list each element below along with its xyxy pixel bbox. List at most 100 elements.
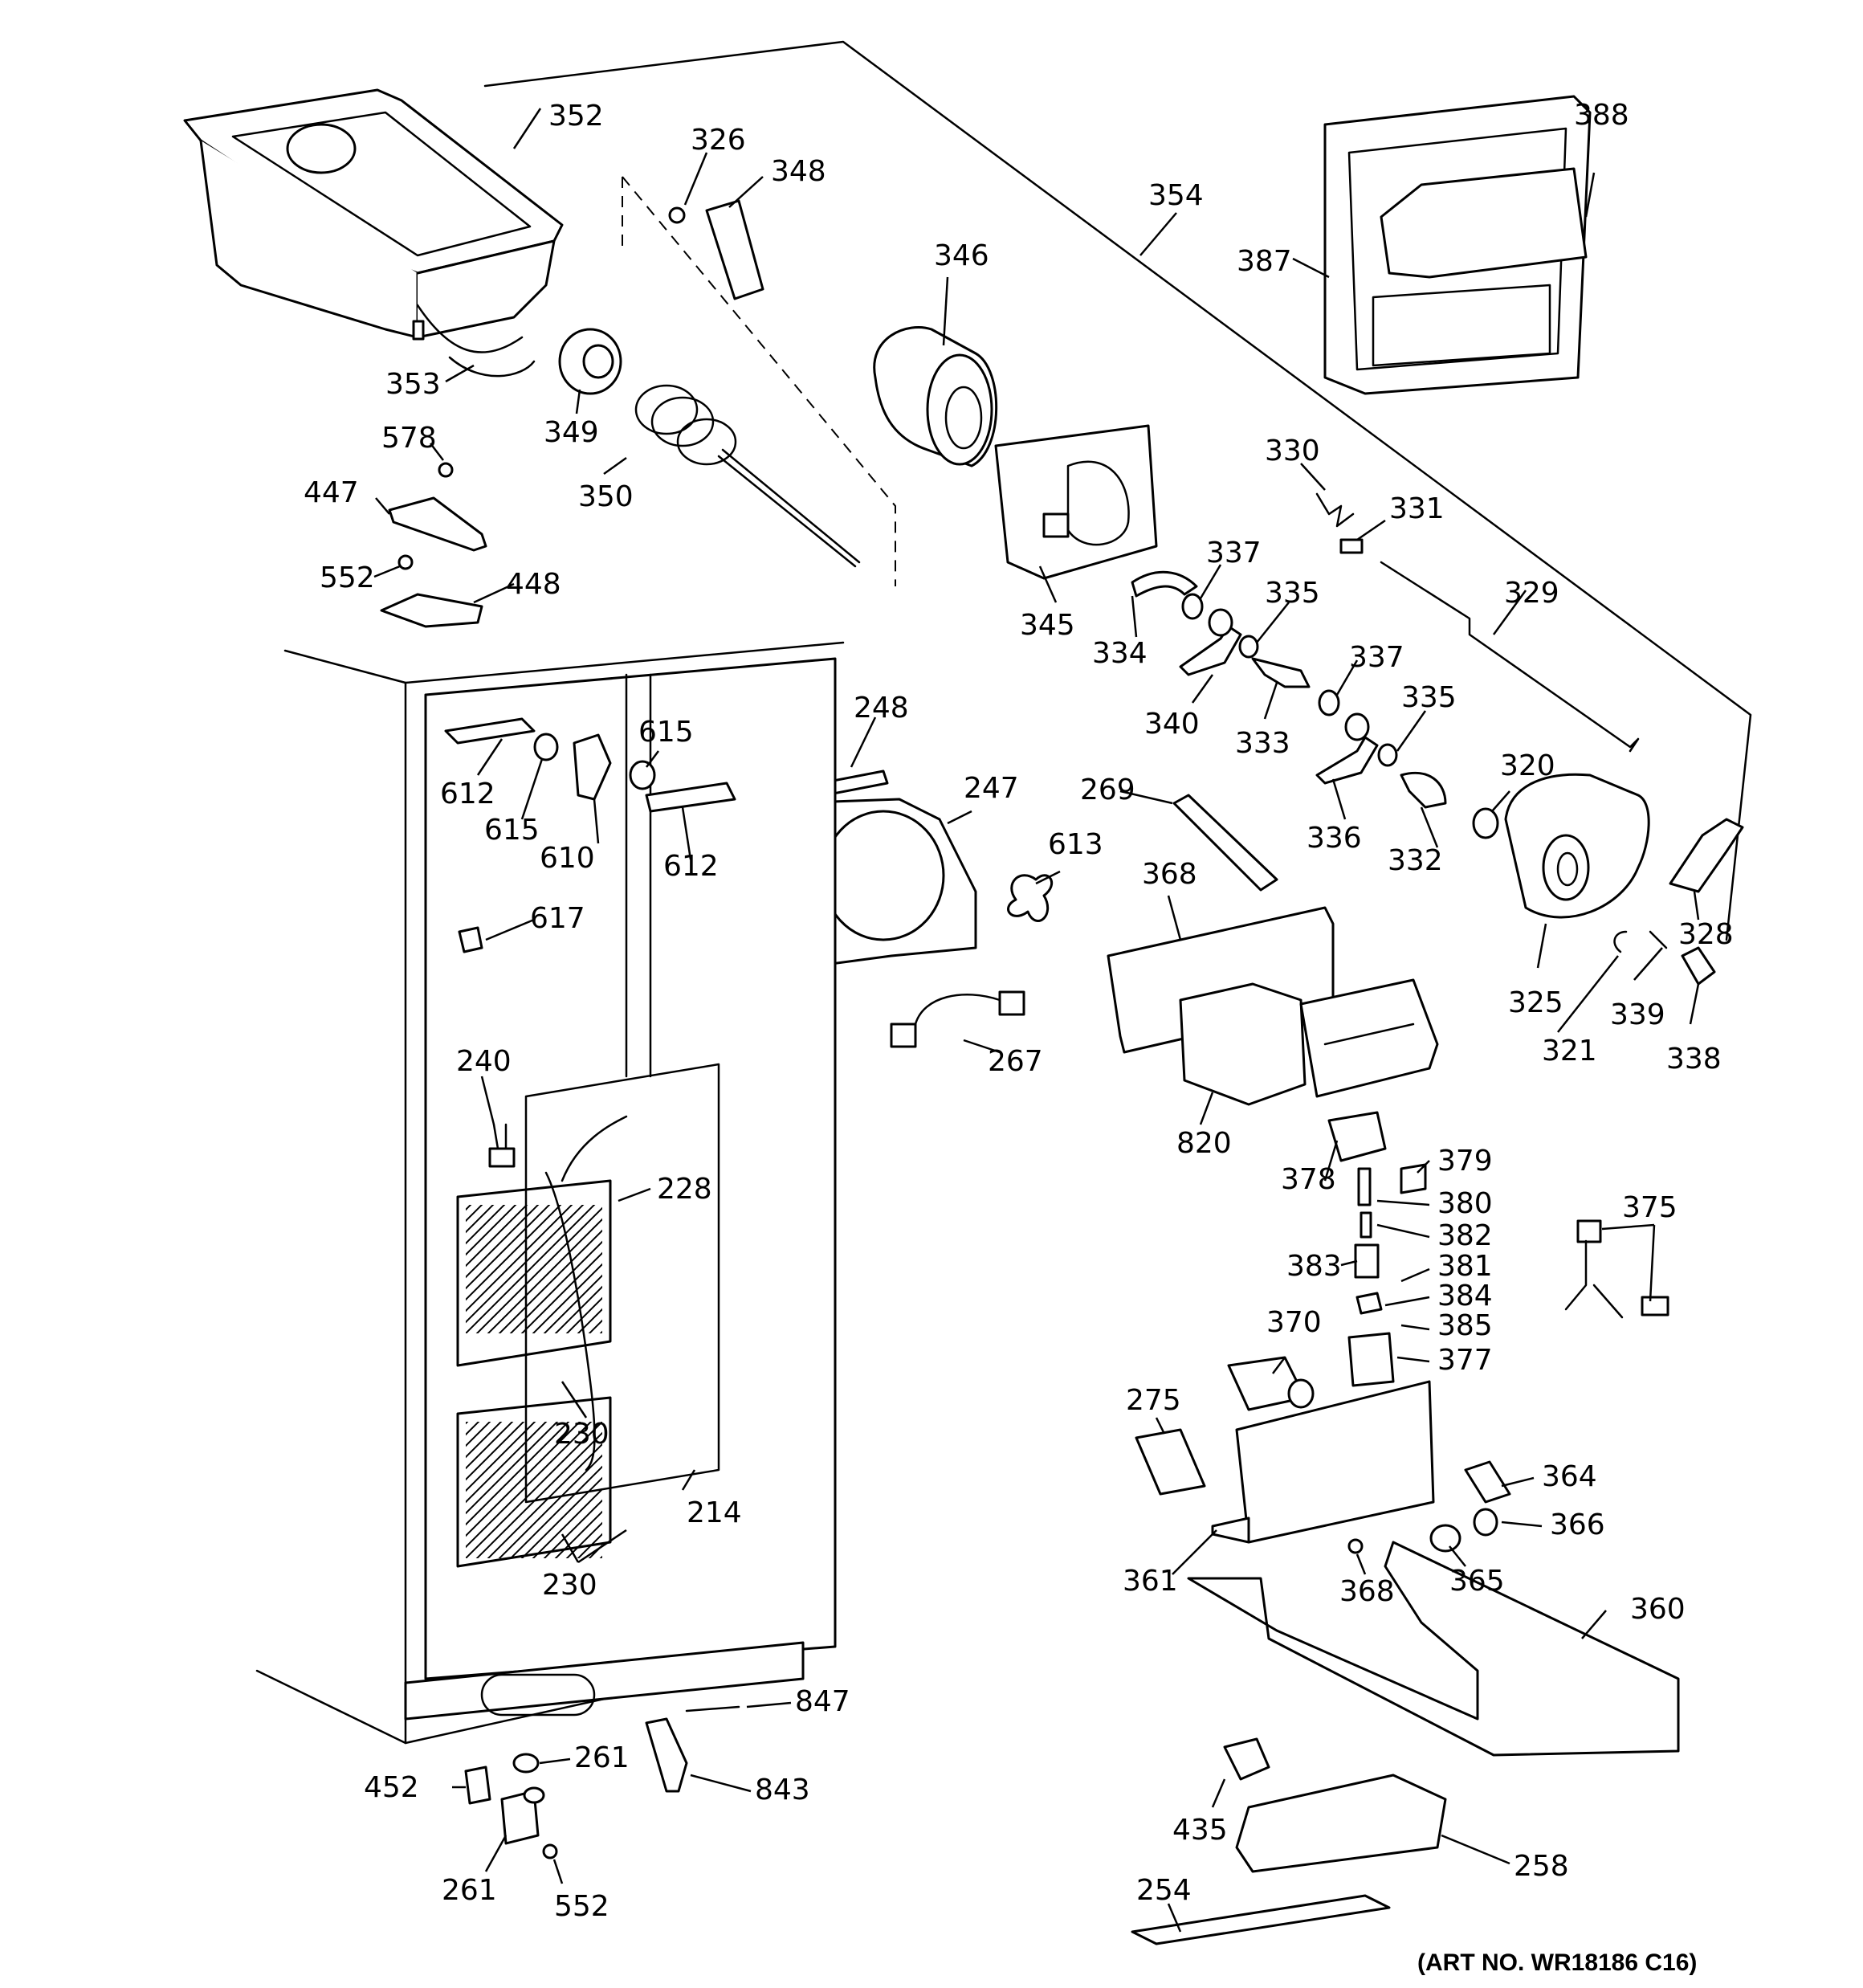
pin-339 [1649,930,1668,949]
bracket-447 [388,496,487,552]
callout-354: 354 [1148,179,1204,212]
callout-331: 331 [1389,492,1445,525]
callout-368b: 368 [1339,1575,1395,1608]
part-364 [1464,1460,1511,1504]
clip-321 [1613,930,1628,953]
gear-337a [1181,593,1204,620]
part-366 [1473,1508,1498,1537]
clip-617 [458,926,483,953]
callout-387: 387 [1237,245,1292,278]
screw-552b [542,1843,558,1859]
callout-337a: 337 [1206,537,1262,569]
bracket-377 [1347,1332,1395,1387]
callout-370: 370 [1266,1306,1322,1339]
callout-228: 228 [657,1173,712,1206]
callout-820: 820 [1176,1127,1232,1160]
callout-330: 330 [1265,435,1320,467]
callout-379: 379 [1437,1145,1493,1178]
auger-350 [634,384,861,568]
callout-338: 338 [1666,1043,1722,1076]
ice-bucket-352 [183,88,564,353]
screw-552a [397,554,414,570]
base-360 [1187,1541,1680,1757]
tube-269 [1172,794,1278,892]
spring-847 [685,1705,740,1712]
part-435 [1223,1737,1270,1781]
callout-612b: 612 [663,850,719,883]
cam-334 [1131,570,1198,598]
washer-261a [512,1753,540,1774]
callout-345: 345 [1020,609,1075,642]
harness-375 [1564,1219,1669,1319]
leader-lines [373,108,1700,1933]
washer-326 [668,206,686,224]
callout-368a: 368 [1142,858,1197,891]
callout-360: 360 [1630,1593,1686,1626]
callout-326: 326 [691,124,746,157]
knob-615b [629,760,656,790]
clip-331 [1339,538,1364,554]
callout-843: 843 [755,1774,810,1806]
callout-383: 383 [1286,1250,1342,1283]
callout-261a: 261 [574,1741,630,1774]
callout-333: 333 [1235,727,1290,760]
plate-452 [464,1766,491,1805]
callout-321: 321 [1542,1035,1597,1067]
bracket-361 [1211,1380,1435,1544]
dispenser-door-388 [1380,167,1588,279]
callout-230a: 230 [554,1418,609,1451]
strap-353 [448,356,536,378]
callout-847: 847 [795,1685,850,1718]
callout-254: 254 [1136,1874,1192,1907]
callout-378: 378 [1281,1163,1336,1196]
callout-275: 275 [1126,1384,1181,1417]
callout-348: 348 [771,155,826,188]
drive-housing-346 [873,326,998,467]
washer-335a [1238,635,1259,659]
callout-375: 375 [1622,1191,1678,1224]
cam-333 [1251,657,1311,688]
callout-613: 613 [1048,828,1103,861]
cam-340 [1179,608,1242,676]
callout-615b: 615 [484,814,540,847]
callout-349: 349 [544,416,599,449]
art-number: (ART NO. WR18186 C16) [1417,1949,1697,1976]
callout-230b: 230 [542,1569,597,1602]
cover-275 [1135,1428,1206,1496]
callout-325: 325 [1508,986,1563,1019]
part-365 [1429,1524,1461,1553]
spring-330 [1315,492,1355,528]
callout-615a: 615 [638,716,694,749]
dashed-plane [622,176,896,586]
fan-613 [1007,874,1054,922]
callout-447: 447 [304,476,359,509]
callout-552b: 552 [554,1890,609,1923]
callout-340: 340 [1144,708,1200,741]
callout-552a: 552 [320,561,375,594]
ice-maker-820 [1179,978,1439,1106]
callout-335b: 335 [1401,681,1457,714]
callout-578: 578 [381,422,437,455]
callout-610: 610 [540,842,595,875]
cover-328 [1669,818,1744,893]
callout-240: 240 [456,1045,512,1078]
callout-366: 366 [1550,1508,1605,1541]
bracket-612a [444,717,536,745]
cam-336 [1315,712,1379,785]
washer-384 [1355,1292,1383,1315]
callout-377: 377 [1437,1344,1493,1377]
gear-320 [1472,807,1499,839]
callout-380: 380 [1437,1187,1493,1220]
callout-448: 448 [506,568,561,601]
thermostat-240 [488,1123,516,1168]
callout-435: 435 [1172,1814,1228,1847]
callout-361: 361 [1123,1565,1178,1598]
trim-254 [1131,1894,1391,1945]
sleeve-383 [1354,1243,1380,1279]
motor-325 [1504,773,1650,919]
gear-337b [1318,689,1340,716]
cam-332 [1400,771,1447,809]
callout-617: 617 [530,902,585,935]
cover-plate-214 [524,1063,720,1504]
screw-368b [1347,1538,1364,1554]
